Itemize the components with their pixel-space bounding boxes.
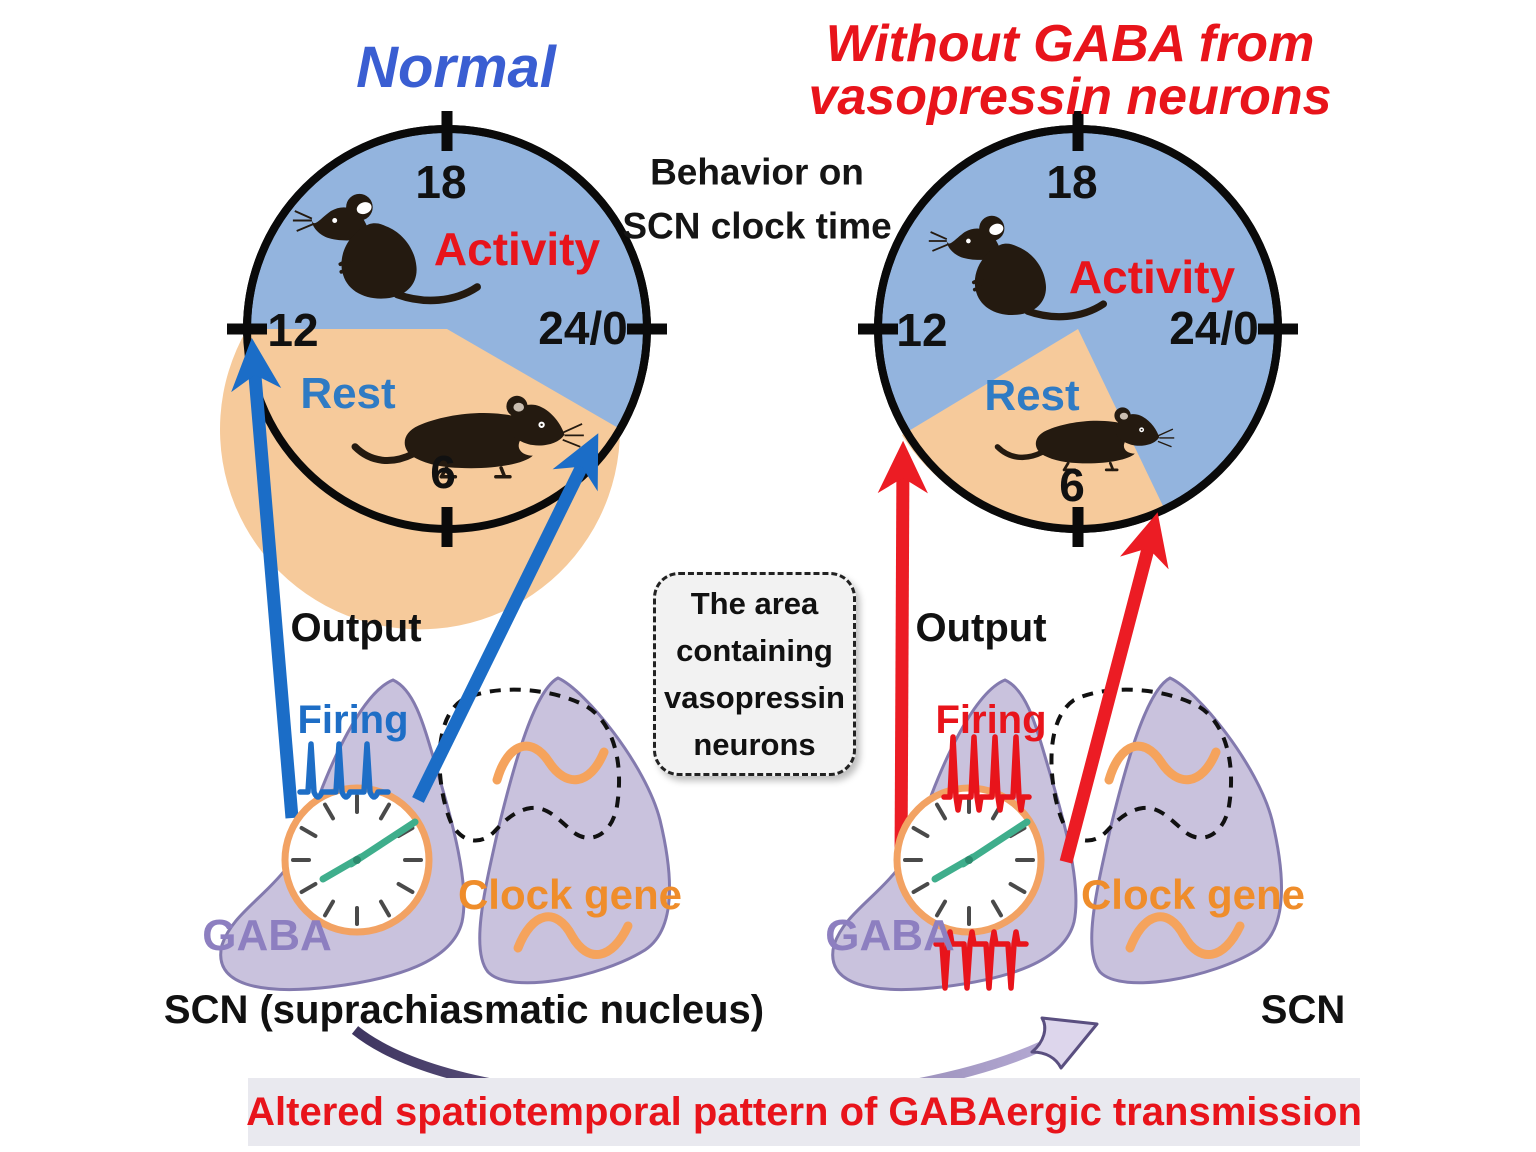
behavior-caption-line1: Behavior on [650, 151, 864, 193]
conclusion-banner: Altered spatiotemporal pattern of GABAer… [246, 1078, 1362, 1146]
title-normal: Normal [356, 35, 556, 100]
spike-train-icon [297, 741, 391, 800]
clock-gene-label: Clock gene [457, 871, 683, 918]
activity-label: Activity [1068, 251, 1236, 303]
dial-hour-24-0: 24/0 [1169, 302, 1259, 354]
dial-hour-6: 6 [1059, 459, 1085, 511]
dial-hour-12: 12 [267, 304, 319, 356]
gaba-label: GABA [202, 911, 332, 960]
output-arrows-red [877, 440, 1169, 864]
gaba-label: GABA [825, 911, 955, 960]
dial-hour-24-0: 24/0 [538, 302, 628, 354]
output-arrows-blue [231, 337, 599, 819]
vasopressin-box-line: containing [676, 633, 833, 668]
output-arrow-icon [412, 433, 599, 803]
dial-hour-6: 6 [430, 446, 456, 498]
title-without-gaba-line2: vasopressin neurons [808, 68, 1332, 126]
vasopressin-box-line: neurons [693, 727, 816, 762]
dial-hour-18: 18 [1046, 156, 1098, 208]
conclusion-banner-text: Altered spatiotemporal pattern of GABAer… [246, 1089, 1362, 1134]
output-arrow-icon [231, 337, 299, 819]
activity-label: Activity [433, 223, 601, 275]
firing-label: Firing [935, 698, 1047, 742]
vasopressin-box-line: vasopressin [664, 680, 845, 715]
dial-ticks [858, 111, 1298, 547]
scn-caption-right: SCN [1260, 988, 1346, 1032]
behavior-clock-normal [220, 111, 667, 630]
behavior-caption-line2: SCN clock time [622, 205, 892, 247]
output-label: Output [290, 606, 422, 650]
scn-caption-left: SCN (suprachiasmatic nucleus) [163, 988, 765, 1032]
title-without-gaba-line1: Without GABA from [825, 15, 1315, 73]
firing-label: Firing [297, 698, 409, 742]
spike-train-icon [941, 734, 1032, 813]
vasopressin-area-box: The area containing vasopressin neurons [653, 572, 856, 776]
spike-train-icon [933, 929, 1029, 991]
output-label: Output [915, 606, 1047, 650]
dial-hour-12: 12 [896, 304, 948, 356]
behavior-clock-without-gaba [858, 111, 1298, 547]
vasopressin-box-line: The area [690, 586, 819, 621]
rest-label: Rest [300, 369, 396, 418]
rest-label: Rest [984, 371, 1080, 420]
output-arrow-icon [877, 440, 928, 863]
clock-gene-label: Clock gene [1080, 871, 1306, 918]
dial-hour-18: 18 [415, 156, 467, 208]
dial-ticks [227, 111, 667, 547]
output-arrow-icon [1059, 512, 1169, 864]
rest-wedge [902, 329, 1163, 529]
